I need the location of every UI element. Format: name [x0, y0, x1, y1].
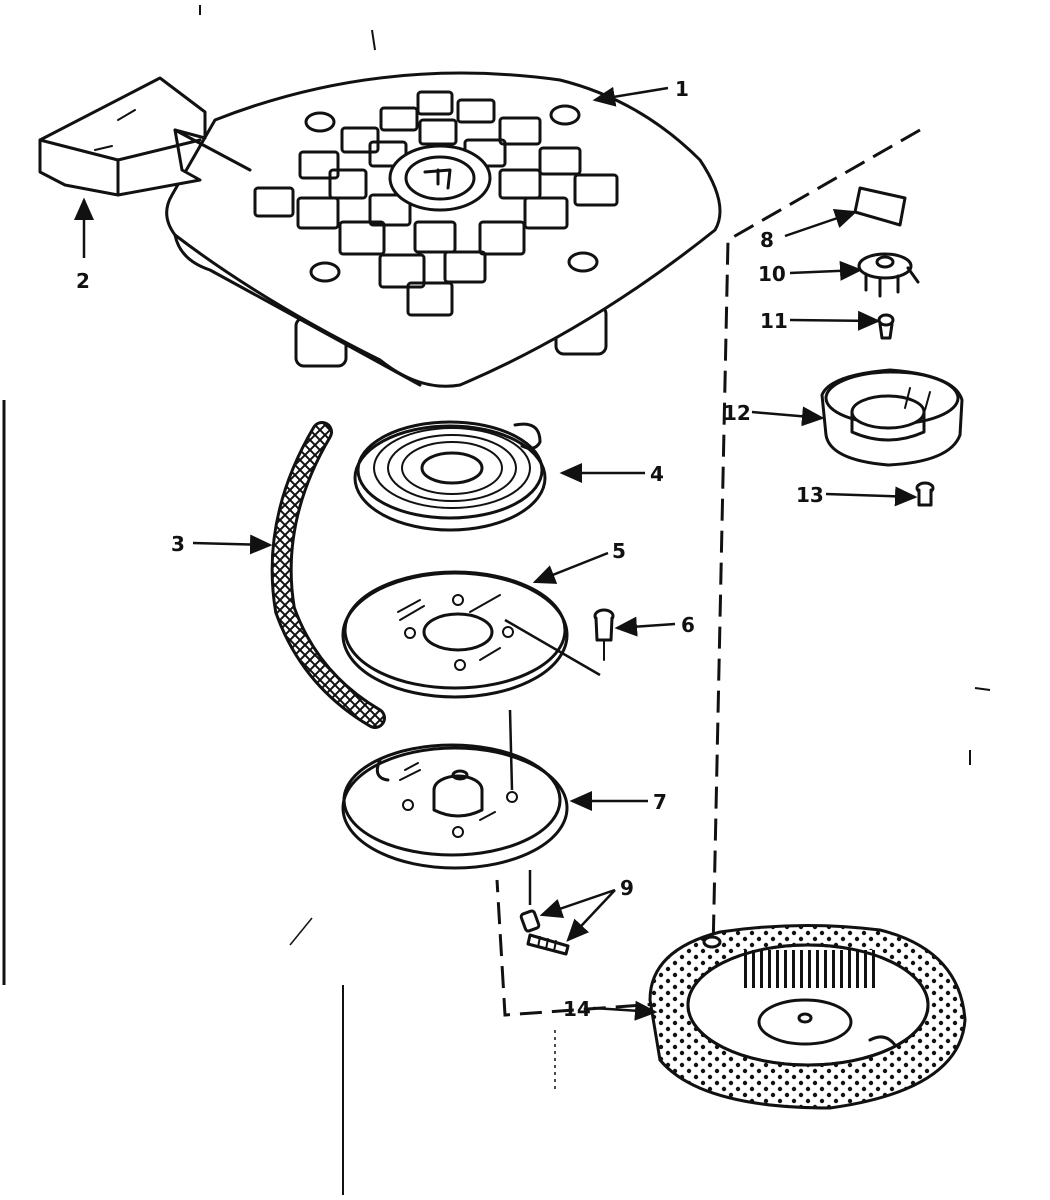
starter-housing: [165, 71, 722, 388]
spring-retainer-plate: [341, 570, 601, 699]
housing-center-hub: [388, 144, 492, 212]
recoil-spring: [353, 420, 547, 532]
callout-10: 10: [758, 260, 863, 286]
callout-label-5: 5: [612, 539, 626, 563]
callout-label-1: 1: [675, 77, 689, 101]
housing-vent-grid: [253, 90, 619, 317]
callout-label-9: 9: [620, 876, 634, 900]
cup-bolt: [915, 481, 935, 507]
drive-ring: [648, 923, 967, 1110]
callout-5: 5: [532, 539, 626, 584]
callout-label-12: 12: [723, 401, 751, 425]
callout-4: 4: [559, 462, 664, 486]
starter-rope: [270, 421, 386, 729]
callout-label-11: 11: [760, 309, 788, 333]
callout-label-3: 3: [171, 532, 185, 556]
callout-13: 13: [796, 483, 918, 507]
callout-label-10: 10: [758, 262, 786, 286]
rope-pulley: [341, 709, 569, 870]
callout-6: 6: [614, 613, 695, 637]
callout-12: 12: [723, 401, 825, 427]
plate-screw: [593, 608, 615, 661]
pawl-retainer: [857, 252, 920, 298]
callout-label-6: 6: [681, 613, 695, 637]
callout-label-2: 2: [76, 269, 90, 293]
starter-handle: [38, 76, 252, 197]
scan-artifacts: [2, 5, 991, 1195]
callout-14: 14: [563, 997, 658, 1021]
starter-cup: [820, 368, 964, 467]
callout-label-8: 8: [760, 228, 774, 252]
callout-label-7: 7: [653, 790, 667, 814]
callout-3: 3: [171, 532, 273, 556]
callout-7: 7: [569, 790, 667, 814]
callout-1: 1: [592, 77, 689, 107]
callout-label-4: 4: [650, 462, 664, 486]
callout-label-14: 14: [563, 997, 591, 1021]
pawl-pin: [519, 870, 570, 956]
small-screw: [877, 313, 895, 340]
callout-8: 8: [760, 209, 858, 252]
callout-11: 11: [760, 309, 881, 333]
retainer-clip: [853, 186, 907, 227]
callout-2: 2: [74, 197, 94, 293]
callout-9: 9: [539, 876, 634, 942]
callout-label-13: 13: [796, 483, 824, 507]
